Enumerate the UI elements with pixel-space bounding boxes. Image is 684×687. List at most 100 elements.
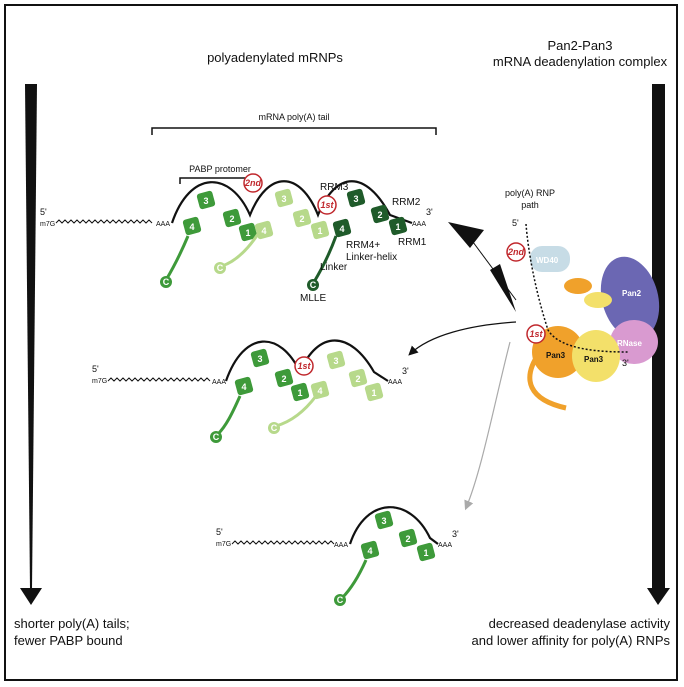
right-progression-arrow (647, 84, 670, 605)
svg-text:C: C (217, 263, 224, 273)
pabp-protomer-2: C 4 3 2 1 (214, 188, 330, 274)
pan2-pan3-complex: poly(A) RNP path 5' Pan2 RNase WD40 Pan3… (505, 188, 660, 411)
svg-text:1: 1 (371, 388, 376, 398)
svg-text:3: 3 (257, 354, 262, 364)
svg-text:1st: 1st (320, 200, 334, 210)
svg-text:4: 4 (367, 546, 372, 556)
high-affinity-arrow-head (448, 222, 484, 248)
svg-text:2: 2 (229, 214, 234, 224)
mrnp-short-tail: 5' m7G AAA AAA 3' C 4 3 2 1 (216, 506, 459, 606)
interaction-arrows (408, 222, 517, 511)
svg-text:1st: 1st (297, 361, 311, 371)
rnase-domain (610, 320, 658, 364)
svg-text:4: 4 (339, 224, 344, 234)
first-marker-top: 1st (317, 195, 337, 215)
pan2-subunit (600, 256, 660, 340)
polya-tail-label: mRNA poly(A) tail (258, 112, 329, 122)
polya-wave-bottom (348, 506, 439, 545)
svg-text:3: 3 (333, 356, 338, 366)
pan3-subunit-yellow (572, 330, 620, 382)
svg-text:1st: 1st (529, 329, 543, 339)
svg-text:C: C (213, 432, 220, 442)
low-affinity-arrow (464, 341, 511, 511)
svg-text:3: 3 (381, 516, 386, 526)
three-prime-label-mid: 3' (402, 366, 409, 376)
pabp-protomer-mid-1: C 4 3 2 1 (210, 348, 310, 443)
svg-text:C: C (163, 277, 170, 287)
three-prime-label-bottom: 3' (452, 529, 459, 539)
svg-text:1: 1 (297, 388, 302, 398)
bottom-left-line1: shorter poly(A) tails; (14, 616, 130, 631)
svg-text:2: 2 (355, 374, 360, 384)
wd40-label: WD40 (536, 256, 559, 265)
svg-text:2nd: 2nd (507, 247, 525, 257)
svg-text:1: 1 (423, 548, 428, 558)
polya-rnp-path-label-line2: path (521, 200, 539, 210)
rrm1-label: RRM1 (398, 237, 427, 248)
bottom-right-line1: decreased deadenylase activity (489, 616, 671, 631)
rrm3-label: RRM3 (320, 182, 349, 193)
mrna-body-bottom (231, 540, 335, 545)
polya-rnp-path (525, 223, 629, 353)
path-three-prime: 3' (622, 358, 629, 368)
mrnp-medium-tail: 5' m7G AAA AAA 3' C 4 3 2 1 C 4 3 (92, 339, 409, 443)
bottom-left-line2: fewer PABP bound (14, 633, 123, 648)
aaa-left-bottom: AAA (334, 542, 348, 549)
pan2-label: Pan2 (622, 289, 642, 298)
mrnp-long-tail: mRNA poly(A) tail PABP protomer 5' m7G A… (40, 112, 437, 304)
polya-wave (170, 180, 413, 225)
svg-text:2nd: 2nd (244, 178, 262, 188)
wd40-domain (530, 246, 570, 272)
complex-title-line2: mRNA deadenylation complex (493, 54, 668, 69)
first-marker-mid: 1st (294, 356, 314, 376)
five-prime-label: 5' (40, 207, 47, 217)
mrna-body-mid (107, 377, 211, 382)
svg-text:1: 1 (395, 222, 400, 232)
pan3-subunit-orange (532, 326, 584, 378)
five-prime-label-bottom: 5' (216, 527, 223, 537)
mlle-label: MLLE (300, 293, 326, 304)
pan3-label-a: Pan3 (546, 351, 566, 360)
rnase-label: RNase (617, 339, 642, 348)
rrm4-linker-helix-label-line2: Linker-helix (346, 252, 397, 263)
pabp-protomer-mid-2: C 4 3 2 1 (268, 350, 384, 434)
svg-text:C: C (271, 423, 278, 433)
pabp-protomer-bottom: C 4 3 2 1 (334, 510, 436, 606)
medium-affinity-arrow (408, 321, 517, 356)
figure-frame (4, 4, 678, 681)
mrna-body (55, 219, 153, 224)
svg-text:3: 3 (281, 194, 286, 204)
polya-tail-bracket (151, 127, 437, 135)
left-progression-arrow (20, 84, 42, 605)
polya-rnp-path-label-line1: poly(A) RNP (505, 188, 555, 198)
linker-label: Linker (320, 262, 348, 273)
svg-text:2: 2 (405, 534, 410, 544)
second-marker-top: 2nd (243, 173, 263, 193)
cap-label-bottom: m7G (216, 541, 231, 548)
svg-text:1: 1 (245, 228, 250, 238)
pabp-protomer-1: C 4 3 2 1 (160, 190, 258, 288)
svg-text:2: 2 (299, 214, 304, 224)
svg-text:3: 3 (203, 196, 208, 206)
path-five-prime: 5' (512, 218, 519, 228)
pabp-protomer-label: PABP protomer (189, 164, 251, 174)
svg-text:C: C (337, 595, 344, 605)
complex-title-line1: Pan2-Pan3 (547, 38, 612, 53)
svg-text:2: 2 (281, 374, 286, 384)
pan3-linker-yellow (584, 292, 612, 308)
svg-text:4: 4 (189, 222, 194, 232)
aaa-left-mid: AAA (212, 379, 226, 386)
five-prime-label-mid: 5' (92, 364, 99, 374)
three-prime-label: 3' (426, 207, 433, 217)
pan3-label-b: Pan3 (584, 355, 604, 364)
svg-text:3: 3 (353, 194, 358, 204)
svg-text:C: C (310, 280, 317, 290)
aaa-right-bottom: AAA (438, 542, 452, 549)
svg-text:4: 4 (317, 386, 322, 396)
rrm4-linker-helix-label-line1: RRM4+ (346, 240, 380, 251)
aaa-right-mid: AAA (388, 379, 402, 386)
bottom-right-line2: and lower affinity for poly(A) RNPs (472, 633, 671, 648)
svg-text:4: 4 (241, 382, 246, 392)
